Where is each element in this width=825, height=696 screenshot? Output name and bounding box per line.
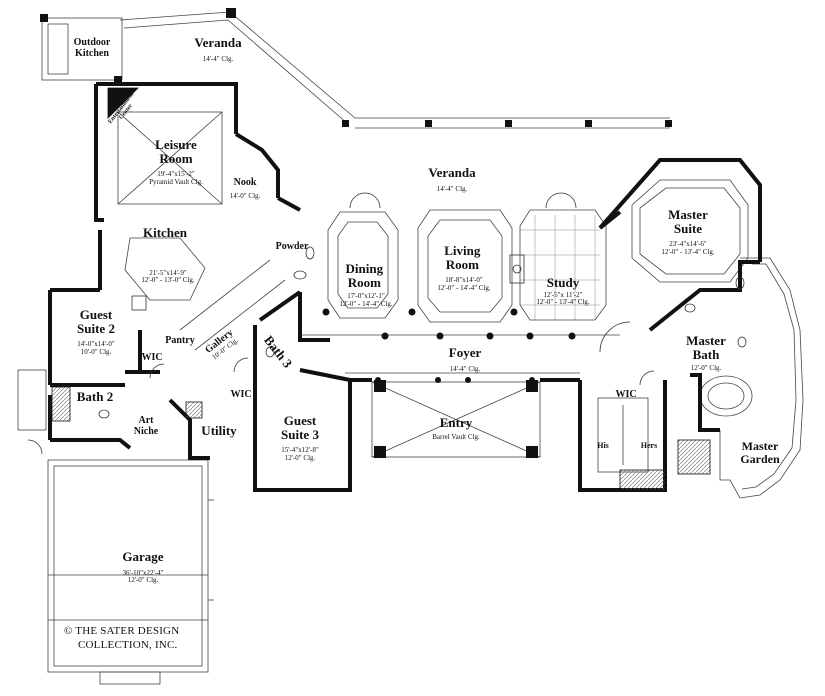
master-suite-dims: 23'-4"x14'-6" [669, 240, 707, 249]
copyright-notice: © THE SATER DESIGN COLLECTION, INC. [64, 625, 179, 653]
garage-clg: 12'-0" Clg. [127, 575, 159, 584]
art-niche-name: Art Niche [133, 415, 159, 437]
room-label-powder: Powder [275, 241, 309, 253]
room-label-leisure: Leisure Room 19'-4"x15'-2" Pyramid Vault… [146, 138, 206, 186]
kitchen-clg: 12'-0" - 13'-0" Clg. [141, 276, 195, 285]
room-label-outdoor-kitchen: Outdoor Kitchen [66, 37, 118, 59]
room-label-hers: Hers [640, 441, 658, 450]
room-label-veranda-main: Veranda 14'-4" Clg. [428, 166, 475, 193]
foyer-clg: 14'-4" Clg. [449, 364, 481, 373]
room-label-utility: Utility [201, 424, 236, 438]
bath-2-name: Bath 2 [76, 389, 114, 404]
room-label-master-garden: Master Garden [733, 440, 787, 465]
wic-left-name: WIC [141, 352, 163, 363]
master-bath-clg: 12'-0" Clg. [690, 364, 722, 373]
doors [27, 192, 655, 455]
veranda-top-name: Veranda [194, 35, 242, 50]
nook-name: Nook [233, 177, 257, 188]
copyright-line-2: COLLECTION, INC. [78, 638, 178, 651]
room-label-entry: Entry Barrel Vault Clg. [432, 416, 480, 441]
dining-name: Dining Room [345, 261, 384, 290]
master-bath-name: Master Bath [686, 333, 726, 362]
room-label-bath-2: Bath 2 [77, 390, 113, 404]
leisure-dims: 19'-4"x15'-2" [157, 170, 195, 179]
guest-suite-2-clg: 10'-0" Clg. [80, 347, 112, 356]
fixtures [98, 246, 747, 419]
guest-suite-3-name: Guest Suite 3 [281, 413, 319, 442]
veranda-top-clg: 14'-4" Clg. [202, 54, 234, 63]
kitchen-dims: 21'-5"x14'-9" [149, 269, 187, 277]
foyer-name: Foyer [448, 345, 482, 360]
room-label-guest-suite-3: Guest Suite 3 15'-4"x12'-8" 12'-0" Clg. [274, 414, 326, 462]
study-clg: 12'-0" - 13'-4" Clg. [536, 297, 590, 306]
room-label-master-bath: Master Bath 12'-0" Clg. [681, 334, 731, 373]
leisure-clg: Pyramid Vault Clg. [149, 177, 203, 186]
guest-suite-2-name: Guest Suite 2 [77, 307, 115, 336]
columns [40, 8, 672, 458]
room-label-garage: Garage 36'-10"x22'-4" 12'-0" Clg. [122, 550, 163, 584]
master-suite-name: Master Suite [668, 207, 708, 236]
living-name: Living Room [444, 243, 481, 272]
room-label-his: His [597, 441, 609, 450]
room-label-living: Living Room 18'-8"x14'-0" 12'-0" - 14'-4… [437, 244, 490, 292]
room-label-kitchen-info: 21'-5"x14'-9" 12'-0" - 13'-0" Clg. [141, 269, 195, 285]
utility-name: Utility [201, 423, 237, 438]
room-label-master-suite: Master Suite 23'-4"x14'-6" 12'-0" - 13'-… [660, 208, 716, 256]
wic-mid-name: WIC [230, 389, 252, 400]
dining-clg: 12'-0" - 14'-4" Clg. [339, 299, 393, 308]
his-name: His [597, 441, 609, 450]
master-garden-name: Master Garden [740, 439, 780, 466]
dining-dims: 17'-0"x12'-1" [347, 292, 385, 301]
outdoor-kitchen-name: Outdoor Kitchen [73, 37, 111, 59]
veranda-main-clg: 14'-4" Clg. [436, 184, 468, 193]
kitchen-name: Kitchen [142, 225, 188, 240]
master-suite-clg: 12'-0" - 13'-4" Clg. [661, 247, 715, 256]
guest-suite-3-dims: 15'-4"x12'-8" [281, 446, 319, 455]
room-label-wic-left: WIC [141, 352, 163, 364]
entry-clg: Barrel Vault Clg. [432, 432, 480, 441]
room-label-dining: Dining Room 17'-0"x12'-1" 12'-0" - 14'-4… [339, 262, 392, 308]
room-label-nook: Nook 14'-0" Clg. [229, 177, 261, 200]
garage-name: Garage [122, 549, 164, 564]
living-clg: 12'-0" - 14'-4" Clg. [437, 283, 491, 292]
study-dims: 12'-5"x 11'-2" [543, 290, 583, 299]
room-label-veranda-top: Veranda 14'-4" Clg. [194, 36, 241, 63]
room-label-study: Study 12'-5"x 11'-2" 12'-0" - 13'-4" Clg… [536, 276, 589, 306]
living-dims: 18'-8"x14'-0" [445, 276, 483, 285]
veranda-main-name: Veranda [428, 165, 476, 180]
guest-suite-2-dims: 14'-0"x14'-0" [77, 340, 115, 349]
room-label-wic-master: WIC [615, 389, 637, 401]
wic-master-name: WIC [615, 389, 637, 400]
thin-outlines [17, 11, 804, 685]
leisure-name: Leisure Room [155, 137, 197, 166]
powder-name: Powder [275, 241, 309, 252]
room-label-kitchen: Kitchen [143, 226, 187, 240]
study-name: Study [546, 275, 580, 290]
hatched-areas [51, 87, 711, 491]
guest-suite-3-clg: 12'-0" Clg. [284, 453, 316, 462]
room-label-guest-suite-2: Guest Suite 2 14'-0"x14'-0" 10'-0" Clg. [70, 308, 122, 356]
hers-name: Hers [640, 441, 658, 450]
pantry-name: Pantry [165, 335, 195, 346]
room-label-pantry: Pantry [165, 335, 195, 347]
room-label-foyer: Foyer 14'-4" Clg. [449, 346, 481, 373]
copyright-line-1: © THE SATER DESIGN [64, 625, 180, 637]
room-label-art-niche: Art Niche [129, 415, 163, 437]
entry-name: Entry [439, 415, 473, 430]
garage-dims: 36'-10"x22'-4" [122, 568, 164, 577]
room-label-wic-mid: WIC [230, 389, 252, 401]
nook-clg: 14'-0" Clg. [229, 191, 261, 200]
